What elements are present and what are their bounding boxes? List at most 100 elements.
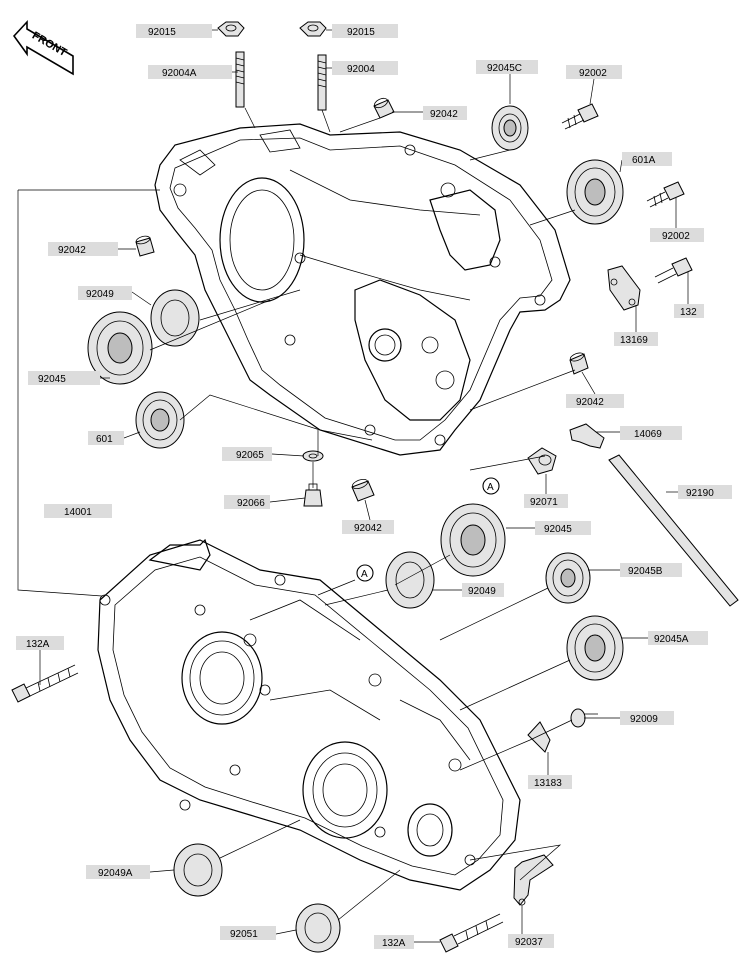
clamp-13183-icon [527,721,551,753]
svg-text:601: 601 [96,434,113,445]
dowel-92042-left-icon [135,235,155,257]
callout-92037[interactable]: 92037 [508,934,554,948]
callout-92042-upper[interactable]: 92042 [423,106,467,120]
callout-92049-lower[interactable]: 92049 [462,583,504,597]
svg-text:92049: 92049 [86,289,114,300]
callout-92066[interactable]: 92066 [224,495,270,509]
callout-14069[interactable]: 14069 [620,426,682,440]
svg-text:92002: 92002 [662,231,690,242]
callout-92045-right[interactable]: 92045 [535,521,591,535]
svg-text:92045C: 92045C [487,63,522,74]
seal-92051-icon [295,903,341,953]
callout-92015-right[interactable]: 92015 [332,24,398,38]
callout-92049-upper[interactable]: 92049 [78,286,132,300]
bracket-92037-icon [513,854,554,906]
svg-text:A: A [487,482,494,493]
svg-text:92042: 92042 [354,523,382,534]
stud-92004-icon [317,54,327,111]
bearing-601-icon [135,391,185,449]
nut-92015-left-icon [217,21,245,37]
callout-92065[interactable]: 92065 [222,447,272,461]
svg-text:92004: 92004 [347,64,375,75]
svg-text:13169: 13169 [620,335,648,346]
front-arrow-icon: FRONT [12,19,74,76]
svg-text:92015: 92015 [347,27,375,38]
bolt-132a-bottom-icon [439,913,504,953]
bearing-601a-icon [566,159,624,225]
seal-92049-upper-icon [150,289,200,347]
callout-92071[interactable]: 92071 [524,494,568,508]
bearing-92045-left-icon [87,311,153,385]
callout-132a-bottom[interactable]: 132A [374,935,414,949]
svg-text:92045: 92045 [544,524,572,535]
bolt-92002-mid-icon [646,181,685,208]
screw-92009-icon [570,708,598,728]
lower-crankcase-half [97,538,521,891]
callout-92045b[interactable]: 92045B [620,563,682,577]
dowel-92042-center-icon [351,478,375,502]
callout-92190[interactable]: 92190 [678,485,732,499]
seal-92049a-icon [173,843,223,897]
callout-92051[interactable]: 92051 [220,926,276,940]
callout-132[interactable]: 132 [674,304,704,318]
svg-text:92045B: 92045B [628,566,663,577]
svg-text:92042: 92042 [576,397,604,408]
callout-92042-left[interactable]: 92042 [48,242,118,256]
bolt-92002-top-icon [561,103,599,130]
callout-92042-right[interactable]: 92042 [566,394,624,408]
dowel-92042-upper-icon [373,97,395,119]
bearing-92045b-icon [545,552,591,604]
stud-92004a-icon [235,51,245,108]
callout-92009[interactable]: 92009 [620,711,674,725]
svg-text:14069: 14069 [634,429,662,440]
bearing-92045-right-icon [440,503,506,577]
callout-13169[interactable]: 13169 [614,332,658,346]
plate-13169-icon [607,265,641,311]
svg-text:92065: 92065 [236,450,264,461]
svg-text:92004A: 92004A [162,68,197,79]
ref-marker-a-upper: A [482,477,500,495]
svg-text:92037: 92037 [515,937,543,948]
svg-text:92015: 92015 [148,27,176,38]
svg-text:A: A [361,569,368,580]
svg-text:92042: 92042 [430,109,458,120]
ref-marker-a-lower: A [356,564,374,582]
callout-92045a[interactable]: 92045A [648,631,708,645]
callout-14001[interactable]: 14001 [44,504,112,518]
svg-text:14001: 14001 [64,507,92,518]
callout-13183[interactable]: 13183 [528,775,572,789]
svg-text:132A: 132A [382,938,406,949]
nut-92015-right-icon [299,21,327,37]
bearing-92045c-icon [491,105,529,151]
svg-text:92045A: 92045A [654,634,689,645]
callout-92004a[interactable]: 92004A [148,65,232,79]
svg-text:92190: 92190 [686,488,714,499]
callout-92002-mid[interactable]: 92002 [650,228,704,242]
callout-92042-center[interactable]: 92042 [342,520,394,534]
bearing-92045a-icon [566,615,624,681]
callout-92049a[interactable]: 92049A [86,865,150,879]
bolt-132a-left-icon [11,664,79,703]
svg-text:132: 132 [680,307,697,318]
leader-lines [17,29,689,943]
fitting-14069-icon [569,423,605,449]
callout-92045-left[interactable]: 92045 [28,371,100,385]
callout-92004[interactable]: 92004 [332,61,398,75]
callout-labels[interactable]: 92015 92015 92004A 92004 92045C 92002 92… [16,24,732,949]
svg-text:92071: 92071 [530,497,558,508]
callout-601[interactable]: 601 [88,431,124,445]
callout-92045c[interactable]: 92045C [476,60,538,74]
svg-text:601A: 601A [632,155,656,166]
callout-601a[interactable]: 601A [622,152,672,166]
callout-92015-left[interactable]: 92015 [136,24,212,38]
svg-text:92042: 92042 [58,245,86,256]
svg-text:92066: 92066 [237,498,265,509]
callout-92002-top[interactable]: 92002 [566,65,622,79]
tube-92190-icon [608,454,739,607]
svg-text:92002: 92002 [579,68,607,79]
seal-92049-lower-icon [385,551,435,609]
callout-132a-left[interactable]: 132A [16,636,64,650]
svg-text:13183: 13183 [534,778,562,789]
bolt-132-icon [654,257,693,284]
